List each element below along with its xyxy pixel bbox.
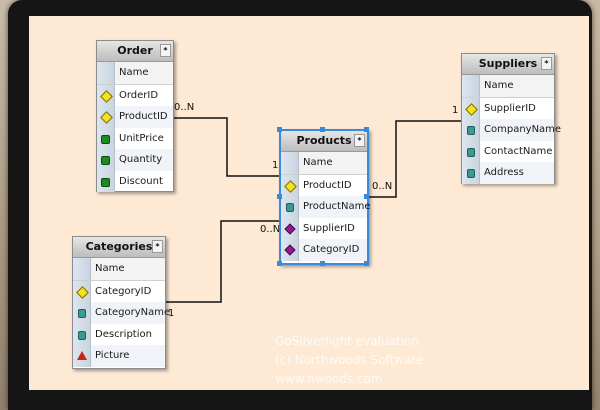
field-row[interactable]: CategoryName <box>73 302 170 324</box>
collapse-button[interactable]: * <box>541 57 552 70</box>
watermark-line: (c) Northwoods Software <box>275 353 424 367</box>
field-name: SupplierID <box>303 222 355 234</box>
field-name: ProductID <box>119 111 168 122</box>
data-icon <box>101 156 110 165</box>
link-label-products-supplier: 0..N <box>372 181 393 192</box>
link-products-suppliers[interactable] <box>369 120 461 198</box>
field-row[interactable]: CategoryID <box>73 280 165 302</box>
suppliers-node[interactable]: Suppliers * Name SupplierID CompanyName … <box>461 53 561 184</box>
node-title-text: Categories <box>85 240 153 253</box>
header-row: Name <box>281 152 367 175</box>
categories-node[interactable]: Categories * Name CategoryID CategoryNam… <box>72 236 170 369</box>
selection-handle[interactable] <box>364 261 369 266</box>
field-name: ProductName <box>303 201 371 212</box>
order-details-node[interactable]: Order Details * Name OrderID ProductID U… <box>96 40 174 192</box>
field-row[interactable]: ContactName <box>462 140 554 162</box>
selection-handle[interactable] <box>364 127 369 132</box>
field-row[interactable]: Picture <box>73 345 165 367</box>
field-name: Discount <box>119 175 163 187</box>
field-name: ProductID <box>303 179 352 191</box>
row-gutter <box>281 152 299 174</box>
field-row[interactable]: ProductID <box>97 106 173 128</box>
field-name: ContactName <box>484 145 553 157</box>
field-row[interactable]: CompanyName <box>462 119 561 141</box>
picture-icon <box>77 351 87 360</box>
field-name: Description <box>95 328 152 340</box>
node-title[interactable]: Suppliers * <box>462 54 554 75</box>
field-name: CompanyName <box>484 124 562 135</box>
field-name: CategoryName <box>95 307 171 318</box>
link-label-products-category: 0..N <box>260 224 281 235</box>
diagram-canvas[interactable]: 0..N 1 0..N 1 1 0..N Order Details * Nam… <box>29 16 589 390</box>
collapse-button[interactable]: * <box>354 134 365 147</box>
field-row[interactable]: UnitPrice <box>97 127 173 149</box>
header-label: Name <box>484 80 514 91</box>
column-icon <box>467 169 475 178</box>
field-name: Address <box>484 167 524 178</box>
column-icon <box>286 203 294 212</box>
field-name: OrderID <box>119 89 159 101</box>
field-name: CategoryID <box>95 285 152 297</box>
header-label: Name <box>303 157 333 168</box>
watermark-line: www.nwoods.com <box>275 372 383 386</box>
header-row: Name <box>97 62 173 85</box>
selection-handle[interactable] <box>277 127 282 132</box>
selection-handle[interactable] <box>277 194 282 199</box>
row-gutter <box>462 75 480 97</box>
field-row[interactable]: Address <box>462 162 554 184</box>
data-icon <box>101 134 110 144</box>
link-layer <box>163 117 461 303</box>
header-row: Name <box>462 75 554 98</box>
monitor-frame: 0..N 1 0..N 1 1 0..N Order Details * Nam… <box>8 0 592 410</box>
column-icon <box>78 309 86 318</box>
node-title[interactable]: Products * <box>281 131 367 152</box>
field-row[interactable]: OrderID <box>97 84 173 106</box>
field-row[interactable]: SupplierID <box>462 97 554 119</box>
selection-handle[interactable] <box>364 194 369 199</box>
header-row: Name <box>73 258 165 281</box>
field-name: UnitPrice <box>119 132 164 144</box>
data-icon <box>101 177 110 187</box>
node-title[interactable]: Categories * <box>73 237 165 258</box>
header-label: Name <box>95 263 125 274</box>
watermark-line: GoSilverlight evaluation <box>275 334 419 348</box>
field-name: Picture <box>95 350 130 361</box>
selection-handle[interactable] <box>320 127 325 132</box>
field-row[interactable]: SupplierID <box>281 217 367 239</box>
link-orderdetails-products[interactable] <box>166 117 281 177</box>
field-row[interactable]: Quantity <box>97 149 173 171</box>
link-categories-products[interactable] <box>163 220 279 303</box>
field-row[interactable]: Discount <box>97 170 173 192</box>
selection-handle[interactable] <box>277 261 282 266</box>
link-label-suppliers: 1 <box>452 105 459 116</box>
column-icon <box>78 330 86 340</box>
collapse-button[interactable]: * <box>160 44 171 57</box>
field-name: Quantity <box>119 154 163 165</box>
row-gutter <box>73 258 91 280</box>
products-node[interactable]: Products * Name ProductID ProductName Su… <box>279 129 371 265</box>
header-label: Name <box>119 67 149 78</box>
collapse-button[interactable]: * <box>152 240 163 253</box>
column-icon <box>467 147 475 157</box>
field-row[interactable]: ProductName <box>281 196 371 218</box>
field-row[interactable]: ProductID <box>281 174 367 196</box>
link-label-products-1: 1 <box>272 160 279 171</box>
column-icon <box>467 126 475 135</box>
node-title-text: Suppliers <box>478 57 538 70</box>
link-label-orderdetails: 0..N <box>174 102 195 113</box>
selection-handle[interactable] <box>320 261 325 266</box>
node-title-text: Products <box>296 134 352 147</box>
field-row[interactable]: Description <box>73 323 165 345</box>
field-name: SupplierID <box>484 102 536 114</box>
node-title[interactable]: Order Details * <box>97 41 173 77</box>
link-label-categories: 1 <box>168 308 175 319</box>
row-gutter <box>97 62 115 84</box>
field-row[interactable]: CategoryID <box>281 239 367 261</box>
field-name: CategoryID <box>303 244 360 255</box>
